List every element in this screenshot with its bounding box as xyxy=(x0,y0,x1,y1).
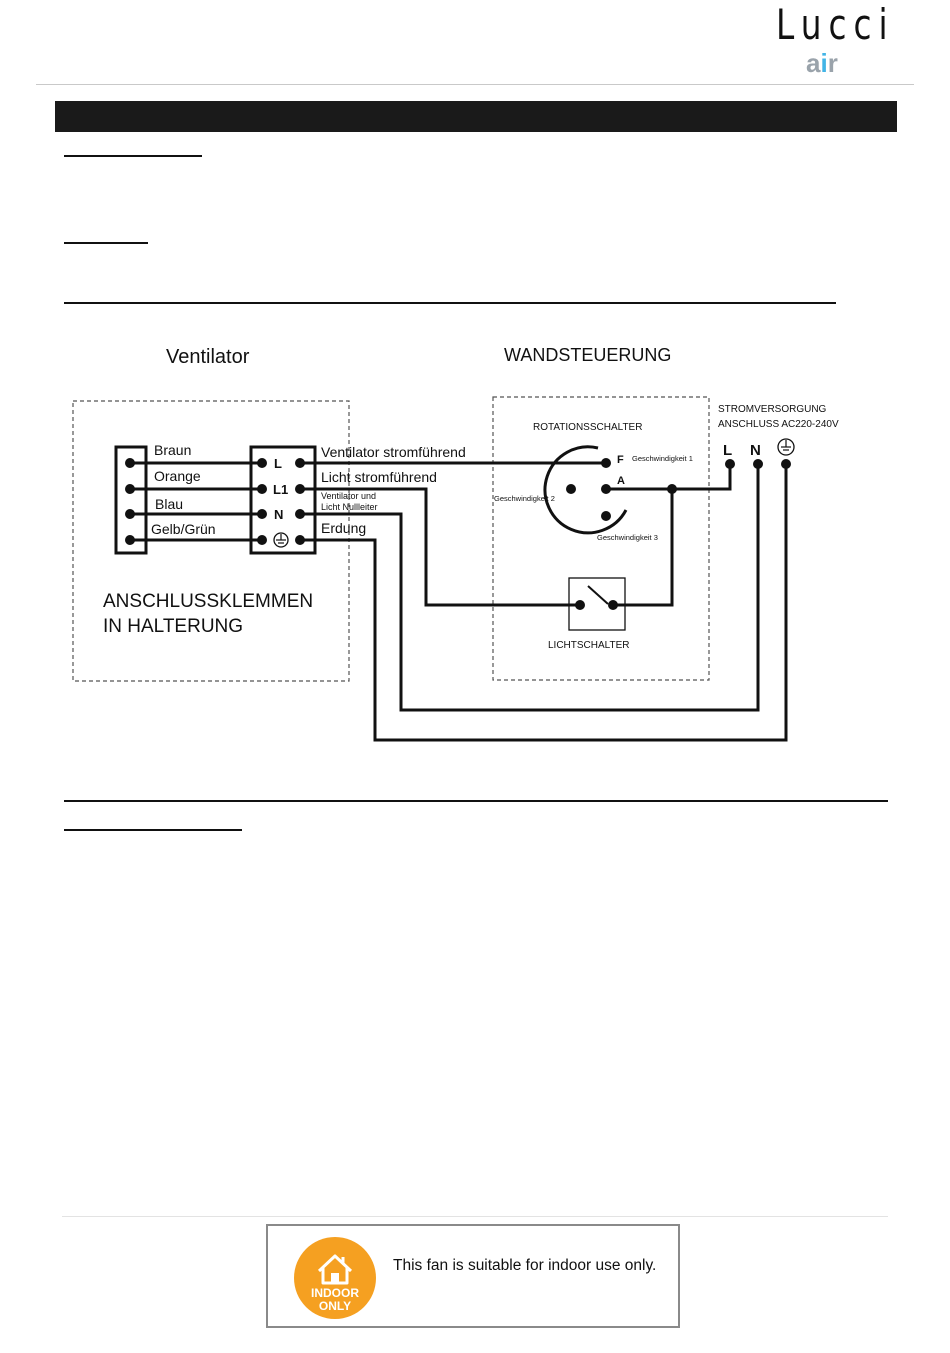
speed-1-label: Geschwindigkeit 1 xyxy=(632,454,693,463)
fan-terminal-dots xyxy=(125,458,305,545)
logo-wordmark: Lucci xyxy=(776,0,895,49)
indoor-only-badge: INDOOR ONLY xyxy=(294,1237,376,1319)
fan-wires xyxy=(130,461,262,542)
logo-sub: air xyxy=(806,50,838,76)
house-door xyxy=(331,1273,339,1283)
rotary-pin-a: A xyxy=(617,475,625,487)
wire-function-label: Ventilator stromführend xyxy=(321,444,466,460)
heading-underline-2 xyxy=(64,242,148,244)
badge-text: INDOOR xyxy=(311,1286,359,1300)
wire-function-label: Licht stromführend xyxy=(321,469,437,485)
wire-function-label: Licht Nullleiter xyxy=(321,502,378,512)
wire-color-label: Braun xyxy=(154,442,191,458)
rotary-switch-pins xyxy=(566,458,611,521)
supply-earth-icon xyxy=(777,438,795,456)
wire-color-label: Orange xyxy=(154,468,201,484)
rotary-pin-f: F xyxy=(617,454,624,466)
heading-underline-3 xyxy=(64,302,836,304)
fan-terminal-strip xyxy=(114,445,148,555)
light-switch-label: LICHTSCHALTER xyxy=(548,640,630,651)
indoor-notice-text: This fan is suitable for indoor use only… xyxy=(393,1257,657,1274)
wire-function-label: Ventilator und xyxy=(321,491,376,501)
heading-underline-5 xyxy=(64,829,242,831)
rotary-switch-arc xyxy=(543,445,628,535)
supply-terminal-n: N xyxy=(750,442,761,459)
interconnect-wires xyxy=(300,461,788,742)
wire-function-label: Erdung xyxy=(321,520,366,536)
badge-text: ONLY xyxy=(319,1299,351,1313)
rotary-switch-label: ROTATIONSSCHALTER xyxy=(533,422,642,433)
terminal-letter-l: L xyxy=(274,456,282,471)
supply-terminal-l: L xyxy=(723,442,732,459)
speed-3-label: Geschwindigkeit 3 xyxy=(597,533,658,542)
heading-underline-1 xyxy=(64,155,202,157)
section-title-bar xyxy=(55,101,897,132)
wiring-diagram: Ventilator WANDSTEUERUNG Braun Orange Bl… xyxy=(72,345,839,742)
wire-color-label: Blau xyxy=(155,496,183,512)
fan-title: Ventilator xyxy=(166,346,250,368)
speed-2-label: Geschwindigkeit 2 xyxy=(494,494,555,503)
control-title: WANDSTEUERUNG xyxy=(504,345,671,365)
header-divider xyxy=(36,84,914,85)
logo-sub-text: air xyxy=(806,48,838,78)
light-switch-lever xyxy=(587,585,609,605)
terminal-letter-n: N xyxy=(274,507,283,522)
control-enclosure xyxy=(492,396,710,681)
terminal-block-caption: ANSCHLUSSKLEMMEN xyxy=(103,591,313,612)
terminal-letter-l1: L1 xyxy=(273,482,288,497)
footer-divider xyxy=(62,1216,888,1217)
heading-underline-4 xyxy=(64,800,888,802)
power-supply-label: ANSCHLUSS AC220-240V xyxy=(718,419,839,430)
terminal-block-caption: IN HALTERUNG xyxy=(103,616,243,637)
earth-symbol-icon xyxy=(273,532,289,548)
wire-color-label: Gelb/Grün xyxy=(151,521,216,537)
power-supply-label: STROMVERSORGUNG xyxy=(718,404,827,415)
